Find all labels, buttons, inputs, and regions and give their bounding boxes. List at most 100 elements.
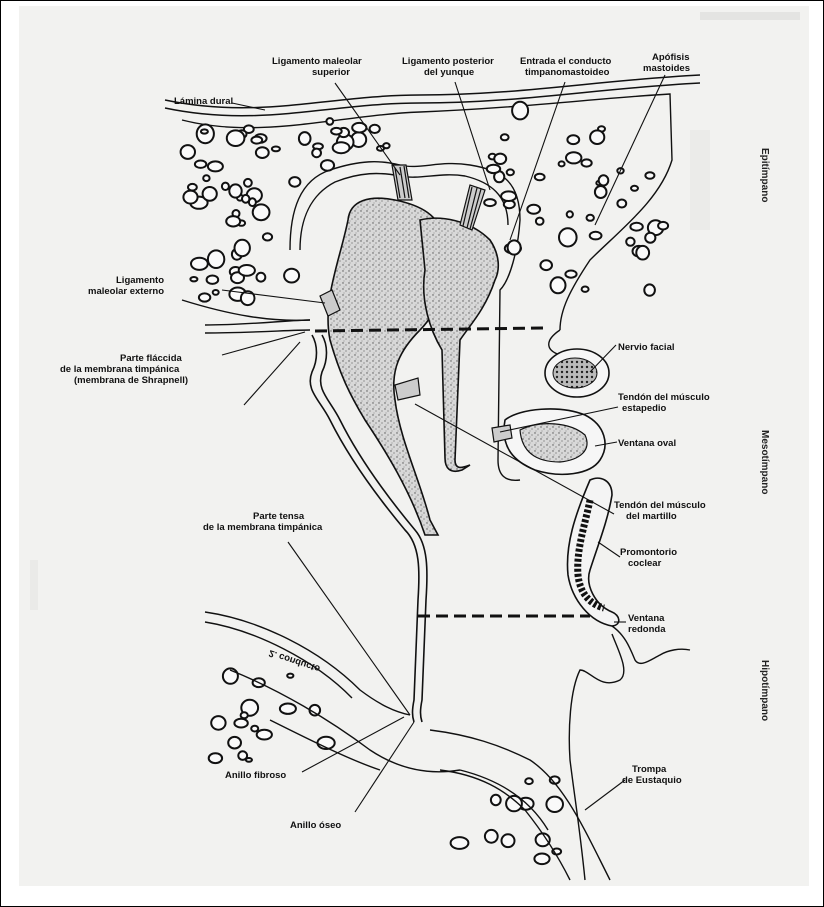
label-lig-maleolar-superior-2: superior: [312, 67, 350, 78]
label-parte-flaccida-2: de la membrana timpánica: [60, 364, 180, 375]
bone-cell: [312, 149, 321, 158]
bone-cell: [535, 174, 545, 181]
label-ventana-oval: Ventana oval: [618, 438, 676, 449]
labels: Lámina dural Ligamento maleolar superior…: [60, 52, 770, 831]
bone-cell: [582, 159, 592, 166]
bone-cell: [508, 240, 521, 254]
bone-cell: [451, 837, 469, 849]
label-parte-flaccida: Parte fláccida: [120, 353, 182, 364]
bone-cell: [587, 215, 594, 221]
bone-cell: [658, 222, 668, 230]
bone-cell: [536, 218, 544, 225]
bone-cell: [239, 265, 255, 276]
bone-cell: [251, 137, 262, 144]
bone-cell: [494, 154, 506, 164]
bone-cell: [227, 130, 245, 146]
label-promontorio-2: coclear: [628, 558, 662, 569]
bone-cell: [502, 834, 515, 847]
label-tendon-estapedio-2: estapedio: [622, 403, 667, 414]
bone-cell: [213, 290, 219, 295]
label-epitimpano: Epitímpano: [759, 148, 770, 202]
label-lig-posterior-yunque: Ligamento posterior: [402, 56, 494, 67]
bone-cell: [235, 240, 250, 256]
bone-cell: [321, 160, 334, 171]
bone-cell: [253, 204, 270, 220]
bone-cell: [181, 145, 195, 159]
bone-cell: [203, 187, 217, 201]
bone-cell: [241, 712, 248, 718]
bone-cell: [188, 184, 197, 191]
label-tendon-martillo-2: del martillo: [626, 511, 677, 522]
bone-cell: [636, 246, 649, 260]
label-parte-tensa-2: de la membrana timpánica: [203, 522, 323, 533]
label-mesotimpano: Mesotímpano: [759, 430, 770, 494]
bone-cell: [565, 271, 576, 278]
label-anillo-oseo: Anillo óseo: [290, 820, 341, 831]
bone-cell: [183, 191, 197, 204]
bone-cell: [209, 753, 222, 763]
bone-cell: [272, 147, 280, 152]
bone-cell: [257, 273, 266, 282]
label-promontorio: Promontorio: [620, 547, 677, 558]
bone-cell: [491, 795, 501, 805]
bone-cell: [263, 233, 272, 240]
bone-cell: [559, 228, 577, 246]
label-tendon-estapedio: Tendón del músculo: [618, 392, 710, 403]
bone-cell: [559, 161, 565, 166]
label-anillo-fibroso: Anillo fibroso: [225, 770, 286, 781]
label-canal-mirrored: 2. conducto: [268, 647, 322, 674]
label-lamina-dural: Lámina dural: [174, 96, 233, 107]
cochlear-promontory: [567, 478, 618, 626]
bone-cell: [201, 129, 208, 133]
bone-cell: [226, 216, 240, 226]
bone-cell: [229, 184, 241, 197]
lamina-dural: [165, 75, 700, 116]
bone-cell: [501, 191, 516, 201]
bone-cell: [599, 175, 609, 185]
bone-cell: [512, 102, 528, 120]
bone-cell: [234, 719, 247, 728]
bone-cell: [287, 674, 293, 678]
bone-cell: [203, 175, 209, 181]
bone-cell: [631, 186, 638, 191]
bone-cell: [191, 258, 208, 270]
bone-cell: [567, 211, 573, 217]
label-lig-posterior-yunque-2: del yunque: [424, 67, 474, 78]
bone-cell: [546, 797, 563, 812]
bone-cell: [525, 778, 533, 784]
label-lig-maleolar-externo: Ligamento: [116, 275, 164, 286]
bone-cell: [299, 132, 311, 145]
label-entrada-conducto-2: timpanomastoideo: [525, 67, 610, 78]
bone-cell: [257, 730, 272, 740]
bone-cell: [595, 186, 607, 198]
bone-cell: [242, 195, 249, 203]
bone-cell: [626, 238, 634, 246]
bone-cell: [211, 716, 225, 730]
label-entrada-conducto: Entrada el conducto: [520, 56, 612, 67]
bone-cell: [566, 152, 581, 163]
bone-cell: [195, 161, 206, 168]
bone-cell: [540, 260, 552, 270]
bone-cell: [246, 758, 252, 762]
bone-cell: [228, 737, 241, 749]
bone-cell: [207, 276, 219, 284]
bone-cell: [222, 183, 229, 190]
bone-cell: [284, 269, 299, 283]
bone-cell: [645, 172, 654, 178]
bone-cell: [199, 293, 210, 301]
bone-cell: [645, 233, 655, 243]
bone-cell: [244, 179, 252, 187]
label-apofisis-2: mastoides: [643, 63, 690, 74]
bone-cell: [507, 169, 514, 175]
eustachian-tube: [569, 626, 690, 880]
bone-cell: [617, 200, 626, 208]
bone-cell: [487, 165, 500, 173]
bone-cell: [551, 277, 566, 293]
bone-cell: [333, 142, 350, 153]
label-apofisis: Apófisis: [652, 52, 689, 63]
bone-cell: [208, 250, 224, 268]
bone-cell: [536, 833, 550, 846]
bone-cell: [251, 726, 258, 732]
bone-cell: [501, 134, 509, 140]
